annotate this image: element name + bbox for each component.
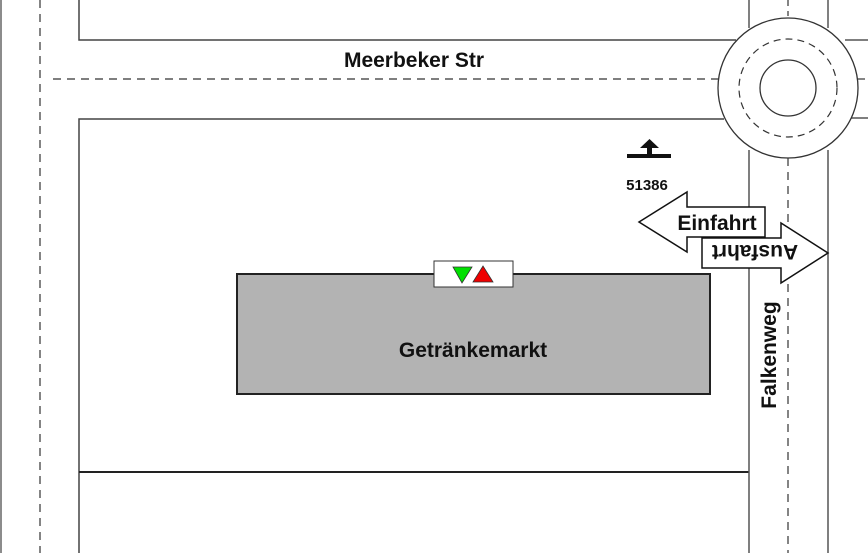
entry-arrow[interactable]: Einfahrt [637,190,766,254]
entry-arrow-label: Einfahrt [677,212,756,235]
exit-arrow[interactable]: Ausfahrt [701,221,830,285]
postal-code: 51386 [626,177,668,194]
block-top [78,0,736,41]
roundabout-icon [717,17,859,159]
exit-arrow-label: Ausfahrt [712,240,798,263]
building-getraenkemarkt[interactable] [236,273,711,395]
location-arrow-icon [627,139,671,158]
entrance-marker[interactable] [433,260,514,288]
property-lot [78,118,724,553]
building-label: Getränkemarkt [399,339,547,362]
arrow-up-red-icon [472,265,494,283]
arrow-down-green-icon [452,266,473,284]
street-label-falkenweg: Falkenweg [758,301,781,408]
street-label-meerbeker: Meerbeker Str [344,49,484,72]
